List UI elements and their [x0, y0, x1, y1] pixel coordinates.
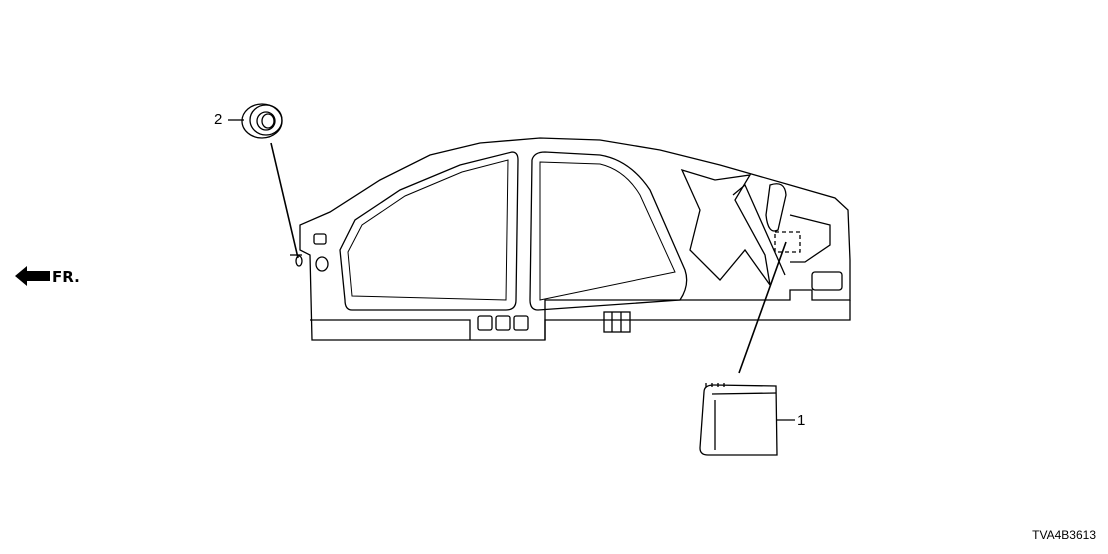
callout-2: 2: [214, 111, 223, 128]
leader-1-pointer: [738, 241, 787, 374]
body-outline: [299, 137, 851, 341]
seal-part-1: [699, 383, 778, 456]
arrow-left-icon: [15, 266, 50, 286]
diagram-code: TVA4B3613: [1032, 528, 1096, 542]
front-direction-label: FR.: [52, 268, 80, 286]
leader-2-pointer: [270, 142, 299, 259]
callout-1: 1: [797, 412, 806, 429]
front-door-opening: [339, 151, 519, 311]
rear-door-opening: [529, 151, 688, 311]
grommet-part-2: [241, 103, 283, 139]
